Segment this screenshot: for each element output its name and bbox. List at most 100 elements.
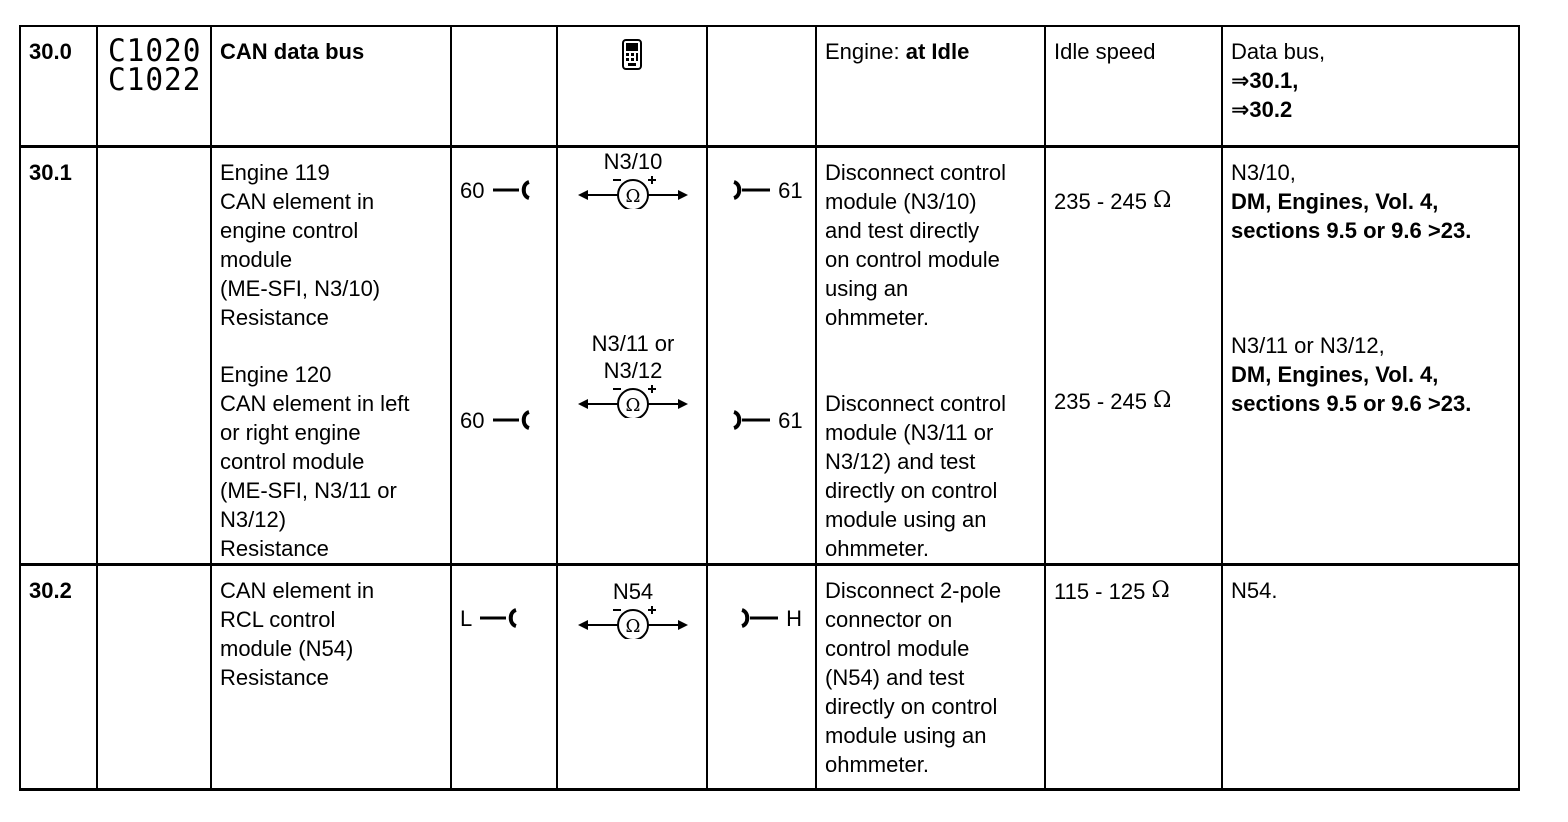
condition-line: ohmmeter. [825, 752, 929, 777]
ohmmeter-icon: Ω [578, 176, 688, 209]
notes-block: N3/10, DM, Engines, Vol. 4, sections 9.5… [1231, 158, 1510, 245]
resistance-value: 235 - 245 Ω [1054, 388, 1172, 414]
description-line: CAN element in left [220, 391, 410, 416]
resistance-value: 235 - 245 Ω [1054, 188, 1172, 214]
description-line: Resistance [220, 665, 329, 690]
description-line: RCL control [220, 607, 336, 632]
cross-reference-link[interactable]: ⇒30.2 [1231, 97, 1293, 122]
condition-line: directly on control [825, 478, 998, 503]
description-line: module [220, 247, 293, 272]
ohm-unit: Ω [1151, 578, 1170, 603]
description-line: Engine 119 [220, 160, 330, 185]
condition-line: module using an [825, 723, 987, 748]
ohmmeter-diagram: N3/11 or N3/12 Ω [573, 330, 693, 418]
section-title: CAN data bus [210, 25, 452, 148]
left-pin: L [460, 604, 520, 633]
ohm-unit: Ω [1153, 388, 1172, 413]
right-pin-cell: 61 61 [706, 145, 817, 566]
ohmmeter-icon: Ω [578, 385, 688, 418]
meter-label: N3/11 or [591, 331, 675, 356]
meter-label: N54 [612, 579, 654, 604]
right-pin: 61 [730, 176, 803, 205]
fault-code: C1022 [108, 62, 202, 98]
left-pin-cell: L [450, 563, 558, 791]
step-number: 30.2 [19, 563, 98, 791]
condition-line: Disconnect control [825, 160, 1006, 185]
table-row-30-0: 30.0 C1020 C1022 CAN data bus Engine: at… [19, 25, 1520, 148]
test-condition: Engine: at Idle [815, 25, 1046, 148]
condition-line: directly on control [825, 694, 998, 719]
diagnostic-table: 30.0 C1020 C1022 CAN data bus Engine: at… [19, 25, 1520, 791]
fault-codes: C1020 C1022 [96, 25, 212, 148]
condition-line: connector on [825, 607, 953, 632]
connector-socket-icon [479, 608, 517, 628]
empty-cell [706, 25, 817, 148]
notes-line: N3/11 or N3/12, [1231, 333, 1385, 358]
connector-plug-icon [733, 180, 770, 200]
description-block: Engine 119 CAN element in engine control… [220, 158, 442, 332]
tester-cell [556, 25, 708, 148]
condition-block: Disconnect control module (N3/10) and te… [825, 158, 1036, 332]
condition-line: Disconnect control [825, 391, 1006, 416]
condition-line: Disconnect 2-pole [825, 578, 1002, 603]
right-pin-cell: H [706, 563, 817, 791]
connector-plug-icon [733, 410, 770, 430]
ohmmeter-diagram: N54 Ω [573, 578, 693, 639]
condition-line: on control module [825, 247, 1000, 272]
description-line: (ME-SFI, N3/10) [220, 276, 381, 301]
condition-line: module (N3/11 or [825, 420, 994, 445]
description-line: Resistance [220, 536, 329, 561]
condition-line: and test directly [825, 218, 980, 243]
step-number: 30.0 [19, 25, 98, 148]
meter-cell: N3/10 Ω N3/11 or N3/12 [556, 145, 708, 566]
specified-value: 235 - 245 Ω 235 - 245 Ω [1044, 145, 1223, 566]
description-line: (ME-SFI, N3/11 or [220, 478, 397, 503]
meter-label: N3/12 [603, 358, 663, 383]
handheld-tester-icon [622, 39, 642, 70]
cross-reference-link[interactable]: ⇒30.1, [1231, 68, 1299, 93]
document-reference: sections 9.5 or 9.6 >23. [1231, 218, 1472, 243]
table-row-30-1: 30.1 Engine 119 CAN element in engine co… [19, 145, 1520, 566]
svg-text:Ω: Ω [626, 395, 641, 416]
document-reference: DM, Engines, Vol. 4, [1231, 189, 1439, 214]
svg-text:Ω: Ω [626, 186, 641, 207]
pin-number: 61 [778, 408, 803, 433]
condition-line: ohmmeter. [825, 305, 929, 330]
condition-line: module using an [825, 507, 987, 532]
condition-line: module (N3/10) [825, 189, 977, 214]
description-line: control module [220, 449, 365, 474]
specified-value: 115 - 125 Ω [1044, 563, 1223, 791]
document-reference: sections 9.5 or 9.6 >23. [1231, 391, 1472, 416]
component-description: Engine 119 CAN element in engine control… [210, 145, 452, 566]
condition-line: control module [825, 636, 970, 661]
pin-label: H [786, 606, 803, 631]
requirement: Idle speed [1044, 25, 1223, 148]
pin-number: 60 [460, 178, 485, 203]
pin-label: L [460, 606, 472, 631]
svg-text:Ω: Ω [626, 616, 641, 637]
condition-emphasis: at Idle [905, 39, 970, 64]
left-pin: 60 [460, 176, 533, 205]
ohm-unit: Ω [1153, 188, 1172, 213]
description-line: N3/12) [220, 507, 287, 532]
right-pin: 61 [730, 406, 803, 435]
meter-label: N3/10 [603, 149, 663, 174]
description-line: Resistance [220, 305, 329, 330]
resistance-value: 115 - 125 [1054, 579, 1146, 604]
component-description: CAN element in RCL control module (N54) … [210, 563, 452, 791]
empty-cell [96, 563, 212, 791]
meter-cell: N54 Ω [556, 563, 708, 791]
document-reference: DM, Engines, Vol. 4, [1231, 362, 1439, 387]
left-pin-cell: 60 60 [450, 145, 558, 566]
condition-block: Disconnect control module (N3/11 or N3/1… [825, 389, 1036, 563]
connector-socket-icon [492, 180, 530, 200]
connector-plug-icon [741, 608, 778, 628]
notes: N3/10, DM, Engines, Vol. 4, sections 9.5… [1221, 145, 1520, 566]
right-pin: H [738, 604, 802, 633]
empty-cell [450, 25, 558, 148]
description-line: CAN element in [220, 578, 375, 603]
notes-block: N3/11 or N3/12, DM, Engines, Vol. 4, sec… [1231, 331, 1510, 418]
condition-line: ohmmeter. [825, 536, 929, 561]
test-condition: Disconnect control module (N3/10) and te… [815, 145, 1046, 566]
description-line: engine control [220, 218, 359, 243]
